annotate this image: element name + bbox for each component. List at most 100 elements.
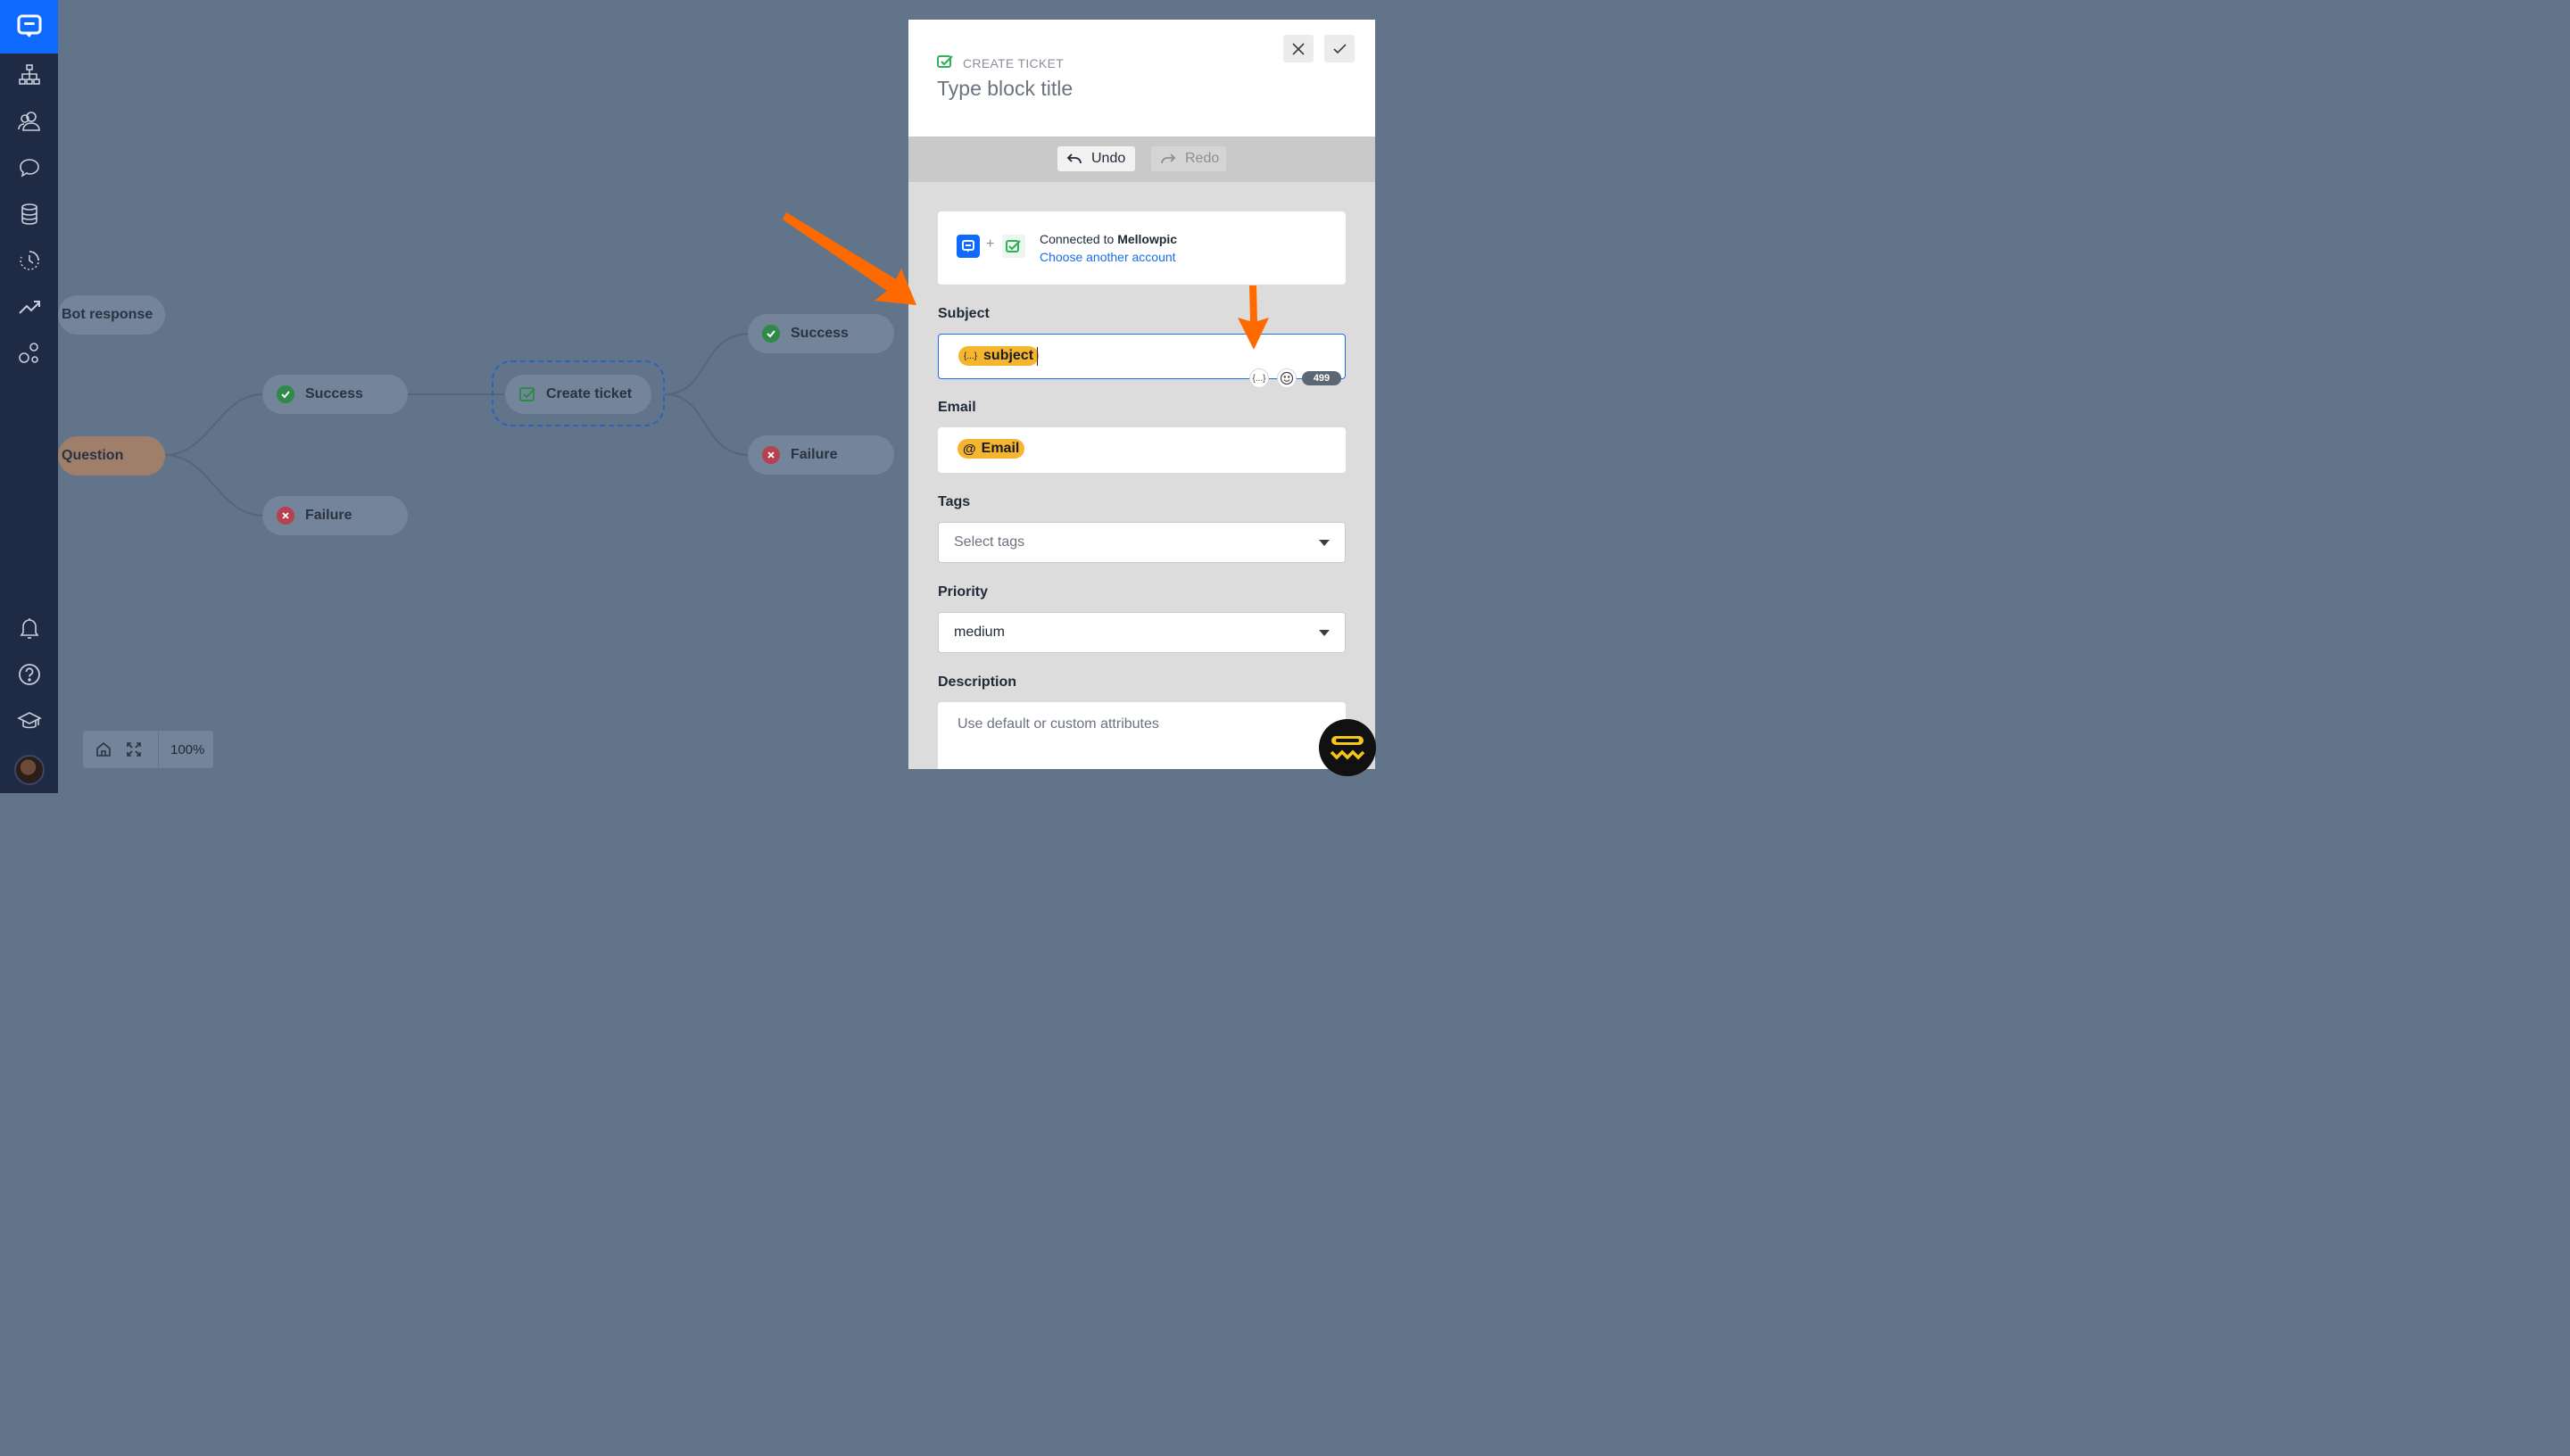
sidebar-item-integrations[interactable] [0, 330, 58, 376]
check-circle-icon [277, 385, 294, 403]
confirm-button[interactable] [1324, 35, 1355, 62]
sidebar-item-history[interactable] [0, 237, 58, 284]
home-icon[interactable] [88, 731, 119, 768]
node-success-2[interactable]: Success [748, 314, 894, 353]
subject-label: Subject [938, 306, 990, 321]
check-circle-icon [762, 325, 780, 343]
x-circle-icon [762, 446, 780, 464]
chevron-down-icon [1319, 630, 1330, 636]
sidebar-item-chats[interactable] [0, 145, 58, 191]
text-cursor [1037, 347, 1038, 366]
close-button[interactable] [1283, 35, 1314, 62]
plus-icon: + [986, 236, 995, 252]
trending-icon [18, 301, 40, 314]
insert-attribute-button[interactable]: {...} [1249, 368, 1269, 388]
block-type-label: CREATE TICKET [963, 55, 1065, 70]
chevron-down-icon [1319, 540, 1330, 546]
graduation-cap-icon [16, 712, 42, 729]
chip-label: subject [983, 348, 1034, 363]
flow-canvas[interactable]: Bot response Question Success Failure Cr… [58, 0, 1399, 793]
email-field[interactable]: @ Email [938, 427, 1346, 473]
priority-value: medium [954, 625, 1005, 640]
priority-select[interactable]: medium [938, 612, 1346, 653]
node-label: Success [305, 386, 363, 401]
check-icon [1332, 43, 1347, 54]
sidebar-item-stories[interactable] [0, 52, 58, 98]
divider [158, 731, 159, 768]
ticket-check-icon [519, 386, 537, 402]
sidebar-item-notifications[interactable] [0, 605, 58, 651]
node-label: Create ticket [546, 386, 633, 401]
database-icon [21, 203, 37, 225]
node-label: Question [62, 448, 124, 463]
tags-label: Tags [938, 494, 971, 509]
connected-account: Mellowpic [1117, 232, 1178, 246]
email-attribute-chip[interactable]: @ Email [958, 439, 1025, 459]
selected-node-outline [492, 360, 665, 426]
description-label: Description [938, 674, 1017, 690]
chatbot-app-icon [957, 235, 980, 258]
node-question[interactable]: Question [58, 436, 165, 476]
sidebar [0, 0, 58, 793]
smiley-icon [1280, 371, 1294, 385]
attribute-icon: {...} [964, 351, 978, 361]
zoom-level: 100% [170, 741, 205, 757]
undo-button[interactable]: Undo [1057, 146, 1135, 171]
node-create-ticket[interactable]: Create ticket [505, 375, 651, 414]
sidebar-item-analytics[interactable] [0, 284, 58, 330]
choose-account-link[interactable]: Choose another account [1040, 250, 1176, 264]
subject-field[interactable]: {...} subject [938, 334, 1346, 379]
integrations-icon [18, 343, 38, 363]
braces-icon: {...} [1252, 373, 1266, 384]
node-failure-2[interactable]: Failure [748, 435, 894, 475]
node-label: Success [791, 326, 849, 341]
user-avatar[interactable] [14, 755, 45, 785]
zoom-controls: 100% [83, 731, 213, 768]
chat-widget-button[interactable] [1319, 719, 1376, 776]
sidebar-item-data[interactable] [0, 191, 58, 237]
app-logo-icon[interactable] [0, 0, 58, 54]
create-ticket-panel: CREATE TICKET Type block title Undo Redo… [908, 20, 1375, 769]
undo-icon [1066, 153, 1082, 164]
emoji-button[interactable] [1277, 368, 1297, 388]
node-failure-1[interactable]: Failure [262, 496, 408, 535]
bell-icon [20, 618, 38, 639]
description-field[interactable]: Use default or custom attributes [938, 702, 1346, 769]
node-bot-response[interactable]: Bot response [58, 295, 165, 335]
sidebar-item-help[interactable] [0, 651, 58, 698]
subject-attribute-chip[interactable]: {...} subject [958, 346, 1040, 366]
sidebar-item-audience[interactable] [0, 98, 58, 145]
tags-select[interactable]: Select tags [938, 522, 1346, 563]
node-success-1[interactable]: Success [262, 375, 408, 414]
help-icon [18, 664, 40, 685]
node-label: Failure [791, 447, 838, 462]
redo-label: Redo [1185, 151, 1220, 166]
description-placeholder: Use default or custom attributes [958, 716, 1159, 732]
redo-button[interactable]: Redo [1151, 146, 1226, 171]
close-icon [1292, 42, 1305, 55]
tags-placeholder: Select tags [954, 534, 1025, 550]
panel-toolbar: Undo Redo [908, 136, 1375, 182]
redo-icon [1161, 153, 1176, 164]
chat-widget-logo-icon [1330, 736, 1365, 760]
priority-label: Priority [938, 584, 989, 600]
chat-bubble-icon [19, 159, 39, 178]
node-label: Failure [305, 508, 352, 523]
undo-label: Undo [1091, 151, 1126, 166]
sidebar-item-academy[interactable] [0, 698, 58, 744]
fullscreen-icon[interactable] [119, 731, 149, 768]
sitemap-icon [18, 64, 40, 85]
email-label: Email [938, 400, 976, 415]
character-counter: 499 [1302, 371, 1341, 385]
at-icon: @ [963, 441, 976, 457]
helpdesk-app-icon [1002, 235, 1025, 258]
connection-status: Connected to Mellowpic [1040, 232, 1177, 246]
panel-header: CREATE TICKET Type block title [908, 20, 1375, 136]
block-type: CREATE TICKET [937, 54, 1064, 71]
ticket-check-icon [937, 54, 954, 71]
history-icon [19, 251, 39, 270]
connection-prefix: Connected to [1040, 232, 1115, 246]
block-title-input[interactable]: Type block title [937, 77, 1074, 100]
chip-label: Email [981, 441, 1020, 456]
x-circle-icon [277, 507, 294, 525]
